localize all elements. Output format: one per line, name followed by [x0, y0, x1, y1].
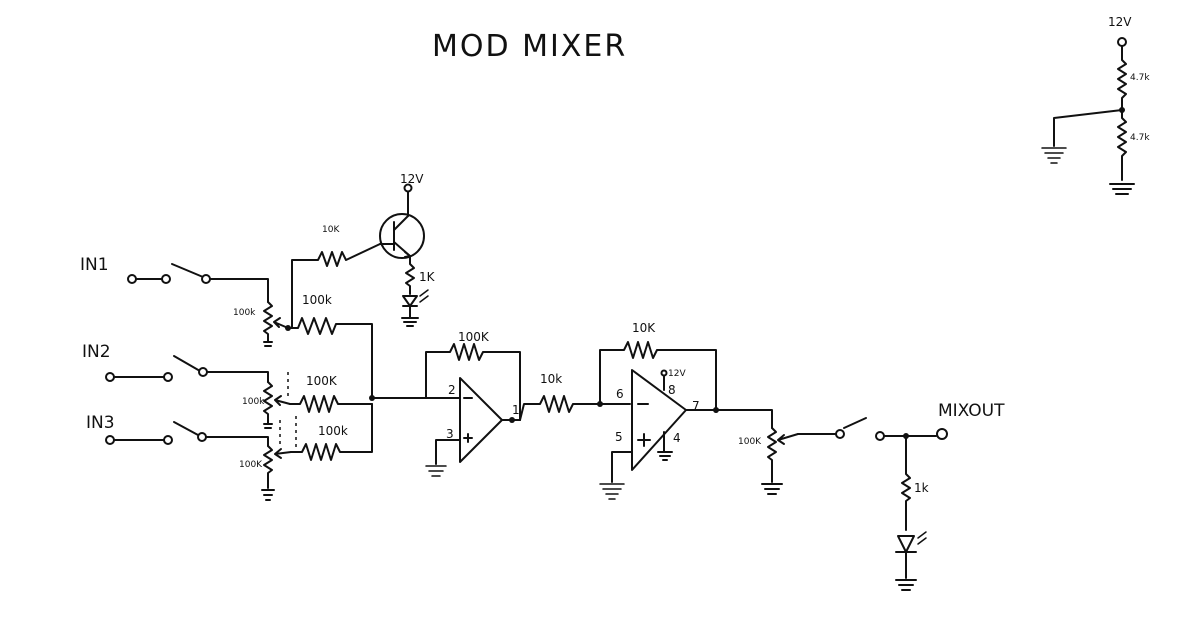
input-jack-2 — [105, 372, 115, 382]
switch-3 — [173, 421, 199, 436]
input-jack-3 — [105, 435, 115, 445]
opamp-2-pin-plus: 5 — [615, 430, 623, 444]
pot-2-label: 100k — [242, 397, 265, 407]
opamp-1-feedback-resistor — [425, 343, 521, 421]
output-stage: 100K MIXOUT 1k — [715, 401, 1005, 591]
transistor — [379, 213, 425, 259]
supply-label-transistor: 12V — [400, 172, 424, 186]
led-resistor-label: 1K — [419, 270, 436, 284]
indicator-led — [402, 295, 418, 307]
output-pot-label: 100K — [738, 437, 762, 447]
output-led-resistor — [901, 435, 911, 531]
opamp-2-pin-vminus: 4 — [673, 431, 681, 445]
opamp-1-feedback-label: 100K — [458, 330, 490, 344]
opamp-2: 10K 6 5 8 12V 4 7 — [599, 321, 719, 500]
base-resistor-label: 10K — [322, 225, 340, 235]
mix-resistor-2 — [289, 395, 373, 413]
output-level-pot — [767, 427, 777, 483]
divider-supply-label: 12V — [1108, 15, 1132, 29]
output-jack — [936, 428, 948, 440]
pot-1 — [263, 301, 273, 343]
input-stage: IN1 IN2 IN3 — [80, 255, 269, 447]
bias-divider: 12V 4.7k 4.7k — [1041, 15, 1150, 195]
opamp-1-pin-out: 1 — [512, 403, 520, 417]
opamp-2-feedback-resistor — [599, 341, 717, 413]
input-label-2: IN2 — [82, 342, 111, 362]
base-resistor — [291, 243, 381, 329]
opamp-2-feedback-label: 10K — [632, 321, 656, 335]
opamp-2-pin-vplus: 8 — [668, 383, 676, 397]
output-switch — [843, 417, 867, 429]
mix-resistors: 100k 100K 100k — [285, 293, 461, 461]
opamp-1: 100K 2 3 1 — [425, 330, 521, 477]
divider-supply-node — [1117, 37, 1127, 47]
input-label-1: IN1 — [80, 255, 109, 275]
mix-resistor-1 — [287, 317, 373, 397]
switch-2 — [173, 355, 201, 372]
interstage-resistor-label: 10k — [540, 372, 562, 386]
opamp-2-triangle — [631, 369, 687, 471]
mix-resistor-2-label: 100K — [306, 374, 338, 388]
pot-3 — [263, 445, 273, 489]
indicator-transistor-stage: 12V 10K 1K — [291, 172, 436, 329]
output-label: MIXOUT — [938, 401, 1005, 421]
input-label-3: IN3 — [86, 413, 115, 433]
interstage-resistor-body — [519, 395, 631, 421]
supply-node-transistor — [403, 183, 413, 193]
opamp-2-supply-label: 12V — [668, 369, 686, 379]
opamp-1-pin-plus: 3 — [446, 427, 454, 441]
opamp-1-pin-minus: 2 — [448, 383, 456, 397]
led-resistor — [405, 255, 415, 295]
mix-resistor-1-label: 100k — [302, 293, 332, 307]
input-pots: 100k 100k 100K — [233, 301, 297, 501]
opamp-1-triangle — [459, 377, 503, 463]
interstage-resistor: 10k — [519, 372, 631, 421]
divider-resistor-top-label: 4.7k — [1130, 73, 1150, 83]
pot-1-label: 100k — [233, 308, 256, 318]
switch-1 — [171, 263, 204, 278]
output-led-resistor-label: 1k — [914, 481, 929, 495]
mix-resistor-3-label: 100k — [318, 424, 348, 438]
mix-resistor-3 — [290, 403, 373, 461]
output-led — [895, 535, 917, 553]
divider-resistor-bottom-label: 4.7k — [1130, 133, 1150, 143]
opamp-2-pin-minus: 6 — [616, 387, 624, 401]
input-jack-1 — [127, 274, 137, 284]
pot-3-label: 100K — [239, 460, 263, 470]
pot-2 — [263, 381, 273, 425]
diagram-title: MOD MIXER — [432, 29, 627, 64]
opamp-2-pin-out: 7 — [692, 399, 700, 413]
